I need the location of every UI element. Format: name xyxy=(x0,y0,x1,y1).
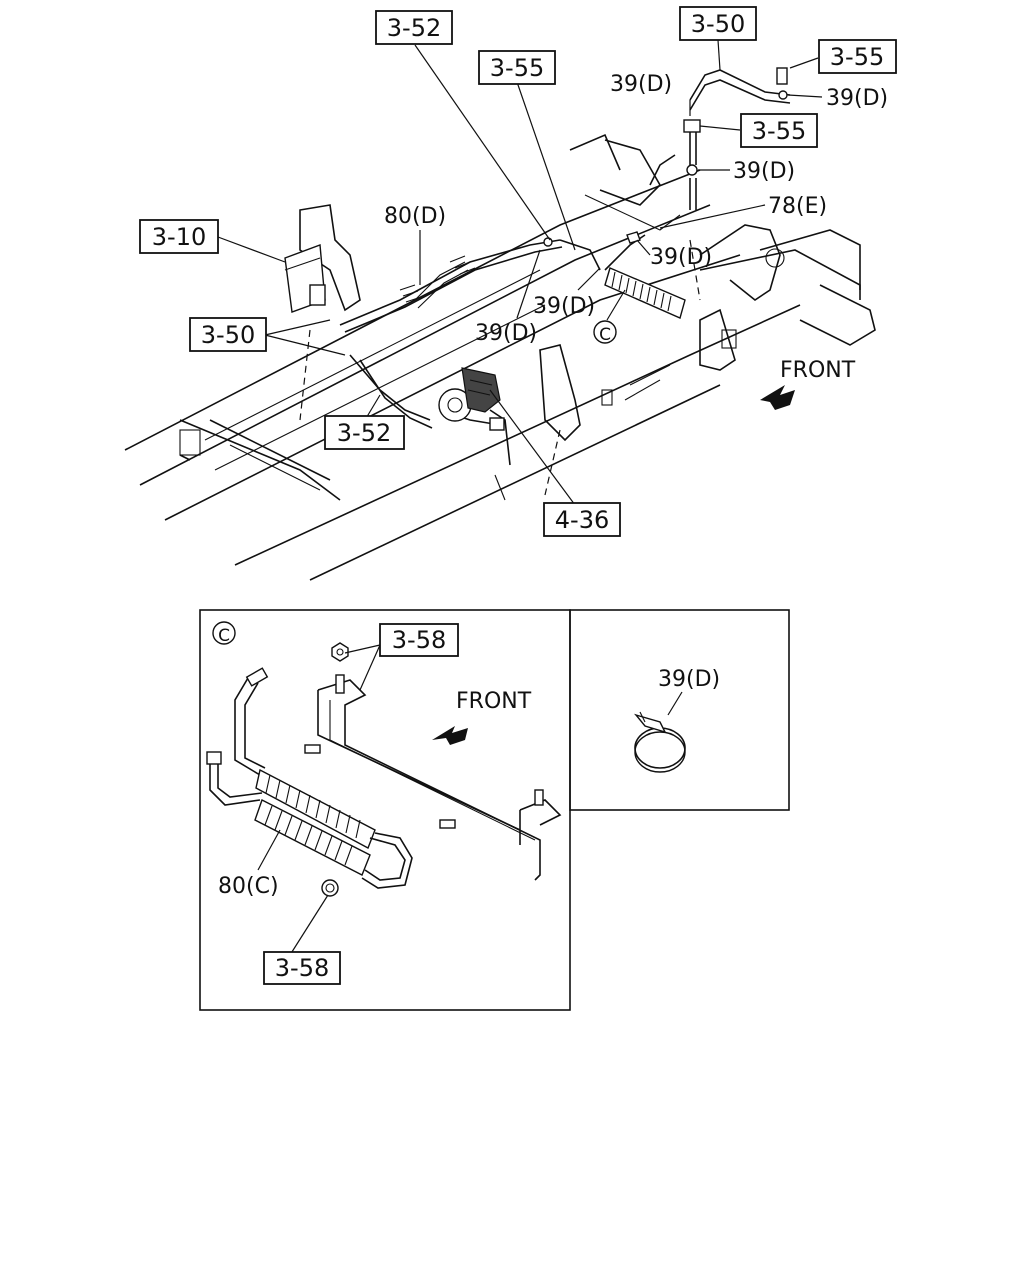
svg-text:3-10: 3-10 xyxy=(152,223,206,251)
svg-text:3-50: 3-50 xyxy=(691,10,745,38)
svg-text:4-36: 4-36 xyxy=(555,506,609,534)
ref-box-3-50-top: 3-50 xyxy=(679,6,757,41)
svg-text:3-55: 3-55 xyxy=(490,54,544,82)
label-39d-detail: 39(D) xyxy=(658,667,720,692)
ref-box-3-58-top: 3-58 xyxy=(379,623,459,657)
svg-text:3-55: 3-55 xyxy=(830,43,884,71)
label-80d: 80(D) xyxy=(384,204,446,229)
label-39d-b: 39(D) xyxy=(826,86,888,111)
steering-pump xyxy=(438,367,505,431)
oil-cooler-main xyxy=(604,267,686,319)
label-80c: 80(C) xyxy=(218,874,279,899)
label-39d-a: 39(D) xyxy=(610,72,672,97)
circle-c-main: C xyxy=(593,320,617,345)
reservoir-tank xyxy=(284,244,326,313)
ref-box-3-52-bottom: 3-52 xyxy=(324,415,405,450)
label-78e: 78(E) xyxy=(768,194,827,219)
svg-text:3-50: 3-50 xyxy=(201,321,255,349)
label-39d-c: 39(D) xyxy=(733,159,795,184)
ref-box-3-55-right: 3-55 xyxy=(740,113,818,148)
svg-text:3-52: 3-52 xyxy=(337,419,391,447)
detail-c-panel: C FRONT xyxy=(199,609,571,1011)
svg-text:3-55: 3-55 xyxy=(752,117,806,145)
svg-text:C: C xyxy=(599,325,611,345)
ref-box-4-36: 4-36 xyxy=(543,502,621,537)
ref-box-3-10: 3-10 xyxy=(139,219,219,254)
front-label-main: FRONT xyxy=(780,358,856,383)
corrugated-hose-80d xyxy=(399,255,476,303)
svg-text:C: C xyxy=(218,626,230,646)
leader-lines xyxy=(217,39,823,506)
ref-box-3-50-left: 3-50 xyxy=(189,317,267,352)
svg-text:3-58: 3-58 xyxy=(275,954,329,982)
ref-box-3-52-top: 3-52 xyxy=(375,10,453,45)
label-39d-e: 39(D) xyxy=(533,294,595,319)
svg-text:3-58: 3-58 xyxy=(392,626,446,654)
label-39d-d: 39(D) xyxy=(650,245,712,270)
front-arrow-main: FRONT xyxy=(760,358,856,410)
ref-box-3-55-top: 3-55 xyxy=(818,39,897,74)
detail-clamp-panel: 39(D) xyxy=(569,609,790,811)
front-label-detail: FRONT xyxy=(456,689,532,714)
ref-box-3-55-mid: 3-55 xyxy=(478,50,556,85)
chassis-frame xyxy=(124,133,876,581)
svg-text:3-52: 3-52 xyxy=(387,14,441,42)
label-39d-f: 39(D) xyxy=(475,321,537,346)
ref-box-3-58-bottom: 3-58 xyxy=(263,951,341,985)
